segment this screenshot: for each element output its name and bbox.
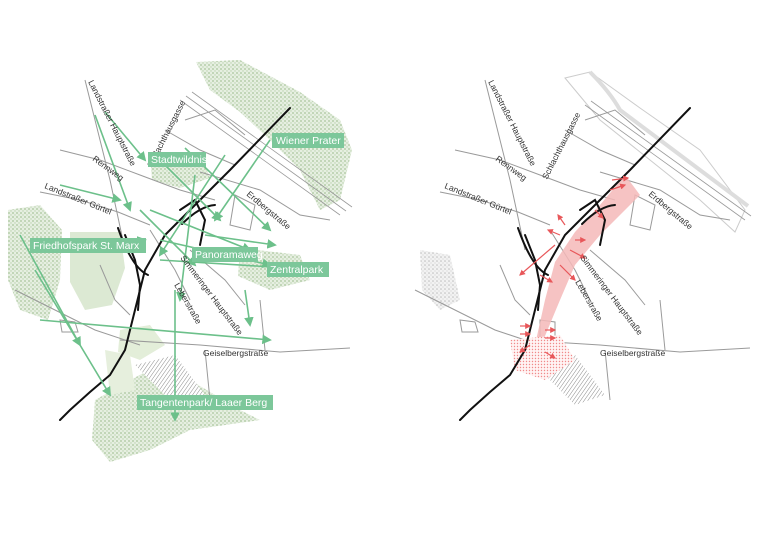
right-railway-lines (584, 100, 752, 221)
minor-roads (14, 79, 351, 401)
railway-lines (179, 91, 353, 216)
svg-text:Friedhofspark St. Marx: Friedhofspark St. Marx (33, 240, 140, 252)
left-label-geiselbergstrasse: Geiselbergstraße (203, 348, 268, 358)
left-label-landstrasser-hauptstrasse: Landstraßer Hauptstraße (86, 78, 138, 167)
right-grey-dotted-area (420, 250, 460, 310)
right-label-landstrasser-hauptstrasse: Landstraßer Hauptstraße (486, 78, 538, 167)
svg-text:Zentralpark: Zentralpark (270, 264, 324, 276)
right-label-rennweg: Rennweg (494, 154, 529, 183)
svg-text:Stadtwildnis: Stadtwildnis (151, 154, 207, 166)
right-label-landstrasser-guertel: Landstraßer Gürtel (443, 181, 513, 217)
svg-text:Wiener Prater: Wiener Prater (276, 135, 341, 147)
right-prater-outline (564, 71, 746, 233)
svg-text:Tangentenpark/ Laaer Berg: Tangentenpark/ Laaer Berg (140, 397, 267, 409)
right-label-schlachthausgasse: Schlachthausgasse (540, 110, 582, 180)
red-corridor-fill (535, 175, 640, 348)
railway-hatch-area (135, 355, 205, 405)
green-label-zentralpark: Zentralpark (267, 262, 329, 277)
svg-text:Panoramaweg: Panoramaweg (195, 249, 263, 261)
red-connection-arrows (519, 175, 630, 359)
right-label-geiselbergstrasse: Geiselbergstraße (600, 348, 665, 358)
small-green-patch-2 (105, 350, 135, 395)
right-rail-track (588, 70, 750, 208)
green-label-tangentenpark: Tangentenpark/ Laaer Berg (137, 395, 273, 410)
left-map: Landstraßer Hauptstraße Schlachthausgass… (8, 60, 353, 462)
green-label-friedhofspark: Friedhofspark St. Marx (30, 238, 146, 253)
left-label-leberstrasse: Leberstraße (172, 281, 204, 326)
right-major-highway (459, 107, 691, 421)
left-label-landstrasser-guertel: Landstraßer Gürtel (43, 181, 113, 217)
right-map: Landstraßer Hauptstraße Schlachthausgass… (414, 70, 752, 421)
green-label-panoramaweg: Panoramaweg (192, 247, 263, 262)
right-minor-roads (414, 79, 751, 401)
green-label-stadtwildnis: Stadtwildnis (148, 152, 207, 167)
green-label-wiener-prater: Wiener Prater (272, 133, 344, 148)
